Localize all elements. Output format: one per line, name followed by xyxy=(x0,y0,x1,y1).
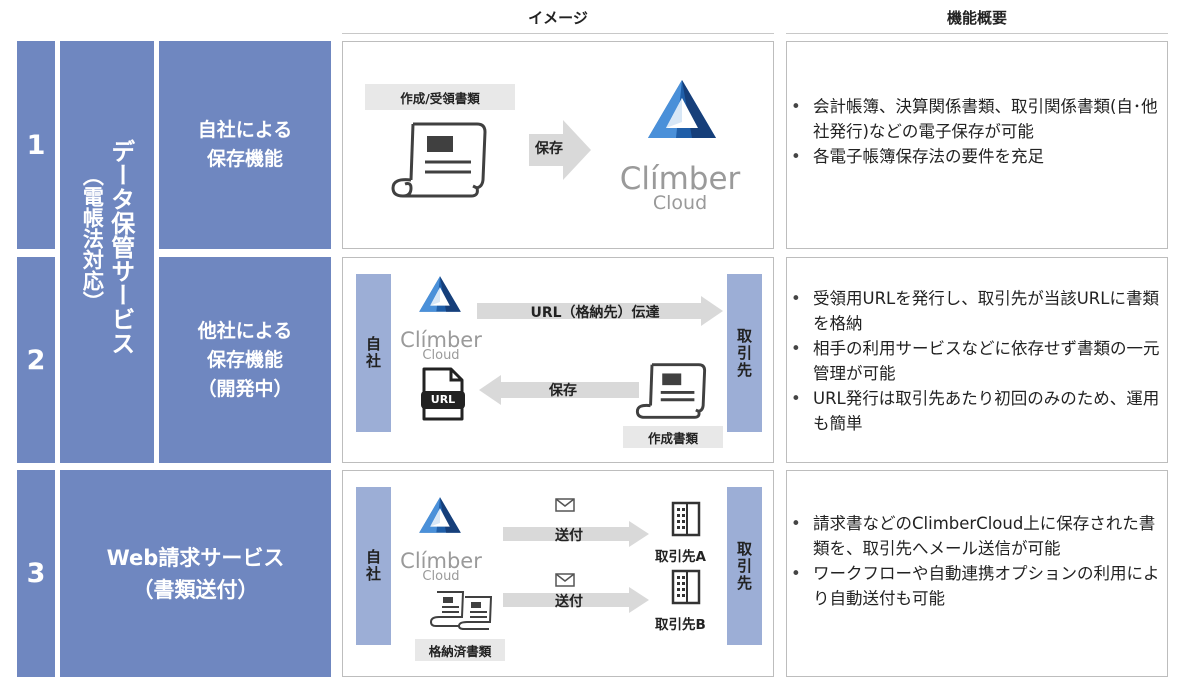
service-line: （開発中） xyxy=(197,377,293,400)
logo-main-text: Clímber xyxy=(400,549,482,573)
logo-sub-text: Cloud xyxy=(652,192,708,214)
header-image: イメージ xyxy=(342,2,774,34)
climber-logo-icon xyxy=(648,80,716,138)
send-label-1: 送付 xyxy=(555,528,583,544)
stored-docs-label: 格納済書類 xyxy=(415,639,505,661)
mail-icon xyxy=(555,498,575,512)
mail-icon xyxy=(555,573,575,587)
category-cell: データ保管サービス （電帳法対応） xyxy=(60,41,154,463)
building-icon xyxy=(671,569,701,605)
category-title: データ保管サービス xyxy=(106,139,135,355)
service-line: 保存機能 xyxy=(206,148,283,170)
doc-label: 作成/受領書類 xyxy=(365,84,515,110)
right-band-label: 取引先 xyxy=(735,327,753,379)
right-band-partner: 取引先 xyxy=(727,487,762,645)
logo-main-text: Clímber xyxy=(619,161,741,197)
image-panel-3: 自社 取引先 Clímber Cloud 格納済書類 送付 xyxy=(342,470,774,677)
stored-documents-icon xyxy=(429,591,493,630)
store-arrow-label: 保存 xyxy=(549,383,577,399)
right-band-partner: 取引先 xyxy=(727,274,762,432)
logo-main-text: Clímber xyxy=(400,328,482,352)
description-item: 相手の利用サービスなどに依存せず書類の一元管理が可能 xyxy=(787,336,1167,386)
row-number-2: 2 xyxy=(17,257,55,463)
climber-logo-icon xyxy=(419,276,461,312)
service-cell-2: 他社による 保存機能 （開発中） xyxy=(159,257,331,463)
save-arrow-icon xyxy=(529,120,591,180)
service-cell-1: 自社による 保存機能 xyxy=(159,41,331,249)
image-panel-2: 自社 取引先 Clímber Cloud URL URL（格納先）伝達 保存 作… xyxy=(342,257,774,463)
url-file-label: URL xyxy=(430,393,456,406)
description-item: 会計帳簿、決算関係書類、取引関係書類(自･他社発行)などの電子保存が可能 xyxy=(787,94,1167,144)
partner-b-label: 取引先B xyxy=(655,617,706,633)
service-cell-3: Web請求サービス （書類送付） xyxy=(60,470,331,677)
logo-sub-text: Cloud xyxy=(422,348,460,363)
header-overview: 機能概要 xyxy=(786,2,1168,34)
description-item: 受領用URLを発行し、取引先が当該URLに書類を格納 xyxy=(787,286,1167,336)
document-scroll-icon xyxy=(391,122,487,198)
service-line: Web請求サービス xyxy=(106,545,285,570)
save-arrow-label: 保存 xyxy=(535,141,563,157)
service-line: 保存機能 xyxy=(206,348,283,371)
left-band-self: 自社 xyxy=(356,274,391,432)
right-band-label: 取引先 xyxy=(735,540,753,592)
description-panel-3: 請求書などのClimberCloud上に保存された書類を、取引先へメール送信が可… xyxy=(786,470,1168,677)
image-panel-1: 作成/受領書類 保存 Clímber Cloud xyxy=(342,41,774,249)
category-subtitle: （電帳法対応） xyxy=(80,165,105,312)
send-arrow-2 xyxy=(503,587,649,613)
store-arrow xyxy=(479,375,639,405)
building-icon xyxy=(671,501,701,537)
climber-logo-icon xyxy=(419,497,461,533)
left-band-label: 自社 xyxy=(364,336,382,370)
left-band-label: 自社 xyxy=(364,549,382,583)
url-notify-arrow xyxy=(477,296,723,326)
description-panel-1: 会計帳簿、決算関係書類、取引関係書類(自･他社発行)などの電子保存が可能 各電子… xyxy=(786,41,1168,249)
service-line: （書類送付） xyxy=(132,577,259,602)
service-line: 他社による xyxy=(197,319,293,342)
description-panel-2: 受領用URLを発行し、取引先が当該URLに書類を格納 相手の利用サービスなどに依… xyxy=(786,257,1168,463)
send-label-2: 送付 xyxy=(555,594,583,610)
description-item: 各電子帳簿保存法の要件を充足 xyxy=(787,144,1167,169)
url-notify-label: URL（格納先）伝達 xyxy=(530,305,660,321)
row-number-1: 1 xyxy=(17,41,55,249)
description-item: ワークフローや自動連携オプションの利用により自動送付も可能 xyxy=(787,561,1167,611)
service-line: 自社による xyxy=(197,119,293,141)
description-item: 請求書などのClimberCloud上に保存された書類を、取引先へメール送信が可… xyxy=(787,511,1167,561)
created-doc-label: 作成書類 xyxy=(623,426,723,448)
document-scroll-icon xyxy=(635,363,707,419)
send-arrow-1 xyxy=(503,521,649,547)
logo-sub-text: Cloud xyxy=(422,569,460,584)
left-band-self: 自社 xyxy=(356,487,391,645)
row-number-3: 3 xyxy=(17,470,55,677)
url-file-icon xyxy=(421,367,465,421)
partner-a-label: 取引先A xyxy=(655,549,706,565)
description-item: URL発行は取引先あたり初回のみのため、運用も簡単 xyxy=(787,386,1167,436)
